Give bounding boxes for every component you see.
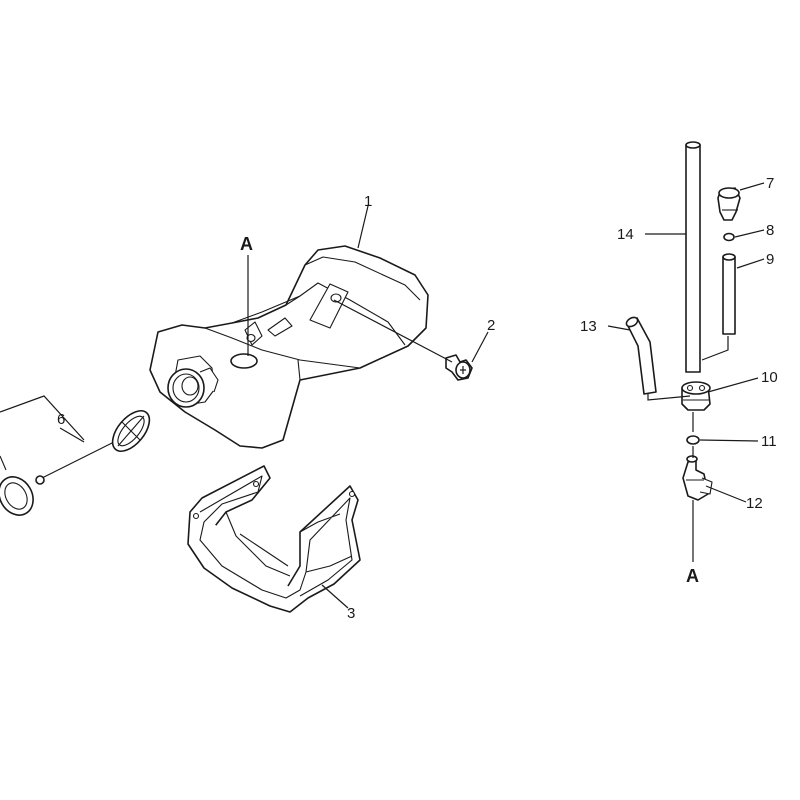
short-tube (722, 253, 736, 335)
callout-6: 6 (57, 411, 65, 428)
callout-7: 7 (766, 175, 774, 192)
callout-14: 14 (617, 226, 634, 243)
bent-hose (625, 316, 657, 395)
fuel-tank (149, 245, 429, 449)
callout-9: 9 (766, 251, 774, 268)
long-tube (685, 141, 701, 373)
callout-12: 12 (746, 495, 763, 512)
connector (682, 455, 713, 501)
leader-lines (0, 182, 765, 609)
o-ring (686, 435, 700, 445)
reference-a-left: A (240, 234, 253, 254)
callout-10: 10 (761, 369, 778, 386)
callout-3: 3 (347, 605, 355, 622)
callout-13: 13 (580, 318, 597, 335)
fuel-cap-assembly (0, 410, 151, 516)
o-ring-small (723, 232, 735, 242)
reference-a-right: A (686, 566, 699, 586)
callout-11: 11 (761, 433, 777, 450)
grommet (681, 381, 711, 411)
callout-8: 8 (766, 222, 774, 239)
callout-labels: 1 2 3 6 7 8 9 10 11 12 13 14 A A (57, 175, 778, 622)
filter-cap (717, 187, 741, 221)
bolt (445, 354, 473, 381)
callout-1: 1 (364, 193, 372, 210)
tank-guard (187, 465, 361, 613)
callout-2: 2 (487, 317, 495, 334)
